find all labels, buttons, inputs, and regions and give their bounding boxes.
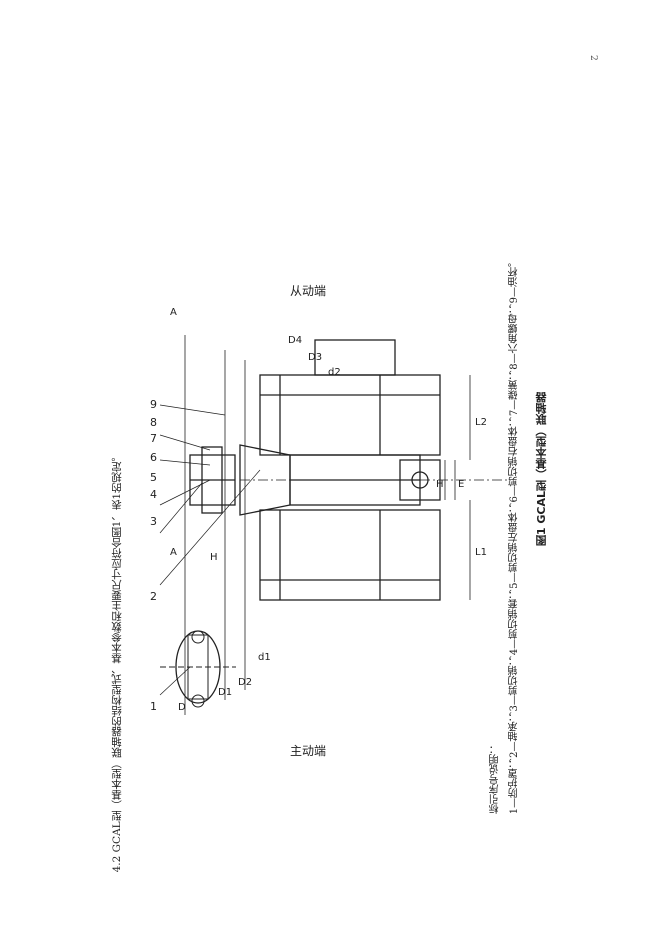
dim-D: D xyxy=(178,702,186,713)
dimension-lines xyxy=(184,335,471,715)
part-label-6: 6 xyxy=(150,451,157,464)
driven-hub xyxy=(259,339,441,456)
dim-h-left: H xyxy=(210,552,218,563)
pin-bolt xyxy=(399,459,441,501)
center-flange xyxy=(239,444,421,516)
shear-pin-assembly xyxy=(189,446,236,514)
dim-D4: D4 xyxy=(288,335,302,346)
part-label-3: 3 xyxy=(150,515,157,528)
coupling-drawing: 9 8 7 6 5 4 3 2 1 A A H D D1 D2 d1 D4 D3… xyxy=(150,284,510,758)
figure-caption: 图1 GCAL型（基本型）联轴器 xyxy=(535,392,548,547)
part-label-9: 9 xyxy=(150,398,157,411)
part-label-1: 1 xyxy=(150,700,157,713)
part-label-5: 5 xyxy=(150,471,157,484)
legend-items: 1—防护罩；2—轴承；3—剪切销；4—剪切销套；5—剪切销左盘体；6—剪切销右盘… xyxy=(509,256,520,814)
part-label-8: 8 xyxy=(150,416,157,429)
dim-D2: D2 xyxy=(238,677,252,688)
part-label-4: 4 xyxy=(150,488,157,501)
section-heading: 4.2 GCAL型（基本型）联轴器的结构型式、基本参数和主要尺寸应符合图1、表1… xyxy=(111,450,123,872)
dim-L1: L1 xyxy=(475,547,487,558)
dim-D1: D1 xyxy=(218,687,232,698)
page-number: 2 xyxy=(588,55,598,61)
part-label-7: 7 xyxy=(150,432,157,445)
dim-E: E xyxy=(458,479,464,490)
legend-title: 标引序号说明： xyxy=(490,744,501,814)
driving-end-label: 主动端 xyxy=(290,744,326,758)
dim-d2: d2 xyxy=(328,367,341,378)
view-a-drawing xyxy=(160,630,236,708)
view-a-label-top: A xyxy=(170,307,177,318)
part-label-2: 2 xyxy=(150,590,157,603)
driving-hub xyxy=(259,509,441,601)
dim-D3: D3 xyxy=(308,352,322,363)
dim-h-right: H xyxy=(436,479,444,490)
view-a-label: A xyxy=(170,547,177,558)
driven-end-label: 从动端 xyxy=(290,284,326,298)
dim-d1: d1 xyxy=(258,652,271,663)
dim-L2: L2 xyxy=(475,417,487,428)
leader-lines xyxy=(159,404,261,696)
